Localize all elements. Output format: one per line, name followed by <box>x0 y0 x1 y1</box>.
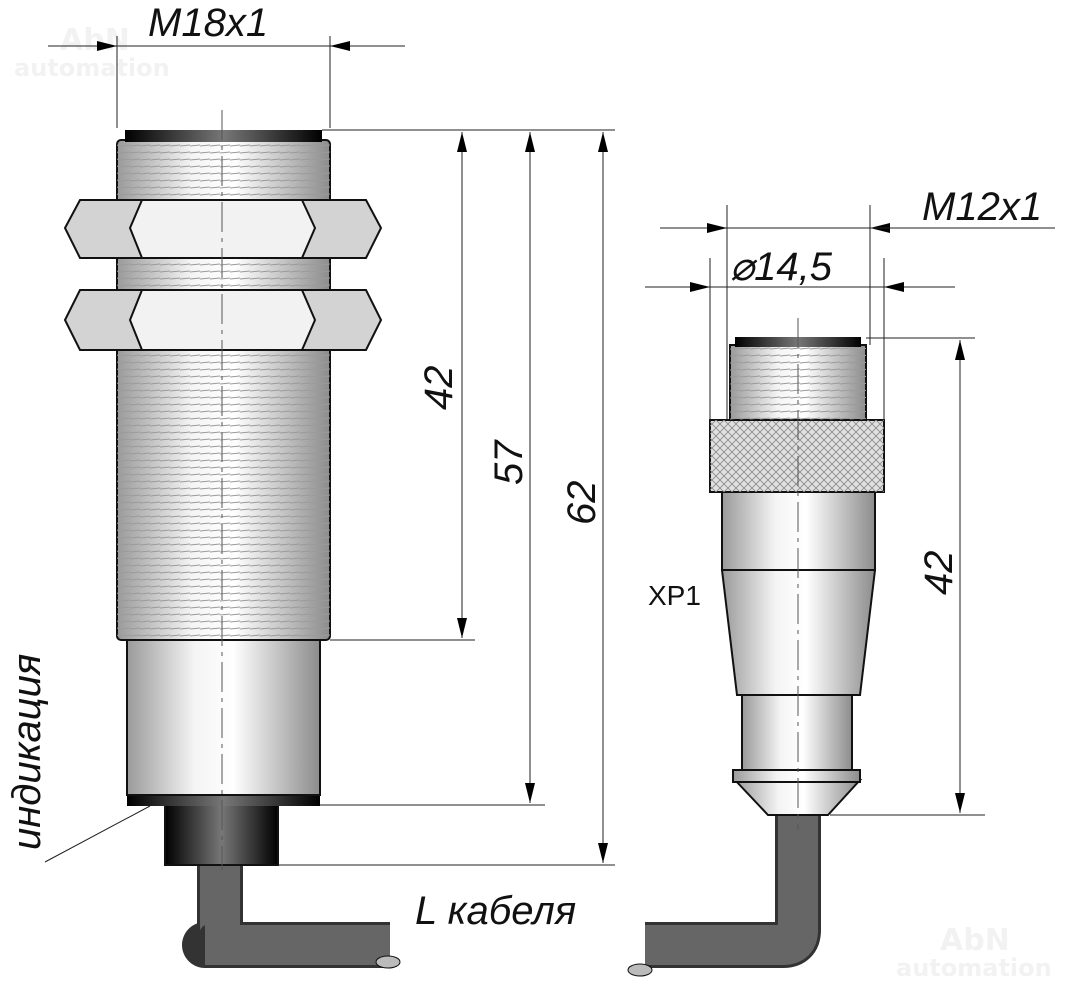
sensor-indicator-band <box>127 795 320 806</box>
watermark-top-left: AbN automation <box>14 23 170 82</box>
sensor-nut-lower <box>63 289 383 351</box>
label-connector-42: 42 <box>917 551 961 596</box>
svg-text:automation: automation <box>14 54 170 82</box>
indicator-leader <box>44 805 151 863</box>
watermark-bottom-right: AbN automation <box>896 923 1052 982</box>
dim-m12 <box>660 205 1055 420</box>
label-m18x1: M18x1 <box>148 1 268 45</box>
sensor-nut-upper <box>63 199 383 259</box>
sensor-lower-housing <box>126 639 321 796</box>
label-diameter: ⌀14,5 <box>730 245 833 289</box>
label-xp1: XP1 <box>648 580 701 611</box>
sensor-face <box>125 130 322 142</box>
label-m12x1: M12x1 <box>922 185 1042 229</box>
label-cable-length: L кабеля <box>415 889 576 933</box>
svg-text:AbN: AbN <box>940 923 1010 958</box>
label-dim-42: 42 <box>417 366 461 411</box>
svg-text:automation: automation <box>896 954 1052 982</box>
label-dim-57: 57 <box>487 439 531 485</box>
connector-cable <box>627 815 821 977</box>
label-dim-62: 62 <box>560 481 604 526</box>
sensor-cable <box>182 865 401 969</box>
connector-flange <box>732 769 861 783</box>
label-indicator: индикация <box>5 654 49 850</box>
dim-m18 <box>48 36 405 128</box>
svg-text:AbN: AbN <box>60 23 130 58</box>
connector-lower-body <box>741 694 853 771</box>
dim-diameter <box>645 258 955 420</box>
